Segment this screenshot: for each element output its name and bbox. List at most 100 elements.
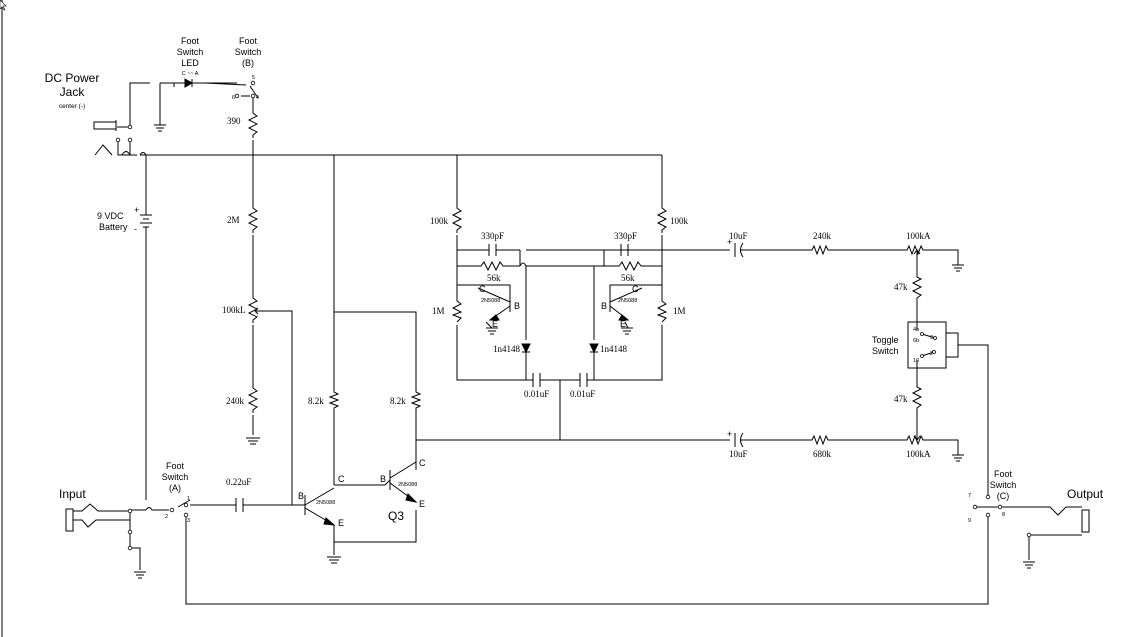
battery-minus: -: [134, 224, 137, 234]
r-47k-bottom-label: 47k: [894, 394, 908, 404]
r-680k-label: 680k: [813, 449, 832, 459]
toggle-pin-2: 2: [930, 351, 933, 357]
r-1m-left-label: 1M: [432, 306, 445, 316]
q3-type: 2N5088: [398, 482, 417, 488]
capacitors: [235, 242, 744, 512]
qr-pin-e: E: [620, 319, 626, 329]
capacitor-330-right: [620, 244, 629, 256]
resistor-47k-bottom: [911, 385, 923, 410]
q1-pin-c: C: [338, 474, 345, 484]
fs-b-label-3: (B): [242, 58, 254, 68]
fs-a-label-3: (A): [169, 483, 181, 493]
q3-pin-b: B: [380, 474, 386, 484]
dc-power-label-2: Jack: [60, 85, 86, 99]
dc-jack-icon: [93, 121, 117, 130]
pin-6: 6: [232, 95, 235, 101]
pot-wipers: [254, 249, 921, 441]
fs-b-label-2: Switch: [235, 47, 262, 57]
r-47k-top-label: 47k: [894, 282, 908, 292]
fs-c-label-3: (C): [997, 491, 1010, 501]
resistor-2m: [247, 205, 259, 233]
pin-4: 4: [256, 95, 259, 101]
c-330-right-label: 330pF: [614, 231, 637, 241]
toggle-pin-6b: 6b: [913, 338, 919, 344]
capacitor-330-left: [488, 244, 497, 256]
capacitor-10u-bottom: [734, 432, 744, 448]
ground-icon: [952, 264, 964, 272]
q1-type: 2N5088: [316, 500, 335, 506]
ground-icon: [952, 454, 964, 462]
resistor-100k-left: [451, 205, 463, 233]
cursor-icon: [0, 0, 7, 11]
pin-2: 2: [165, 514, 168, 520]
output-jack-icon: [1081, 509, 1090, 533]
d-right-label: 1n4148: [600, 344, 628, 354]
r-100k-right-label: 100k: [670, 216, 689, 226]
pot-100ka-bottom: [905, 434, 930, 446]
resistor-56k-right: [616, 260, 646, 272]
transistors: [304, 287, 643, 526]
resistor-1m-left: [451, 298, 463, 323]
wires: [1, 0, 1082, 637]
resistor-240k-bias: [247, 385, 259, 413]
fs-a-label-2: Switch: [162, 472, 189, 482]
fs-led-label-2: Switch: [177, 47, 204, 57]
switch-contacts: [115, 80, 1032, 551]
q1-pin-e: E: [338, 518, 344, 528]
q3-pin-c: C: [419, 458, 426, 468]
r-1m-right-label: 1M: [673, 306, 686, 316]
battery-label-2: Battery: [99, 222, 128, 232]
r-2m-label: 2M: [227, 215, 240, 225]
toggle-label-2: Switch: [872, 346, 899, 356]
qr-pin-b: B: [601, 301, 607, 311]
pin-8: 8: [1002, 512, 1005, 518]
r-8k2-b-label: 8.2k: [390, 396, 406, 406]
pot-100kl-label: 100kL: [222, 305, 246, 315]
q1-pin-b: B: [298, 491, 304, 501]
diode-left: [521, 343, 531, 354]
pin-9: 9: [968, 518, 971, 524]
r-100k-left-label: 100k: [430, 216, 449, 226]
toggle-pin-10: 10: [913, 358, 919, 364]
capacitor-001-left: [532, 373, 541, 387]
pin-3: 3: [187, 518, 190, 524]
dc-power-label-1: DC Power: [45, 71, 100, 85]
r-240k-out-label: 240k: [813, 231, 832, 241]
center-neg-label: center (-): [59, 103, 85, 110]
foot-switch-b-lever: [204, 82, 259, 99]
pot-100kl: [247, 295, 259, 323]
led-pins-label: C ~~ A: [182, 71, 199, 77]
battery: [140, 205, 152, 240]
r-390-label: 390: [227, 116, 241, 126]
r-56k-right-label: 56k: [621, 273, 635, 283]
battery-label-1: 9 VDC: [97, 211, 124, 221]
c-001-right-label: 0.01uF: [570, 389, 595, 399]
c-330-left-label: 330pF: [481, 231, 504, 241]
resistor-100k-right: [656, 205, 668, 233]
resistor-8k2-b: [410, 390, 422, 410]
output-label: Output: [1067, 487, 1104, 501]
c-10u-top-label: 10uF: [729, 231, 748, 241]
d-left-label: 1n4148: [493, 344, 521, 354]
pot-100ka-bottom-label: 100kA: [906, 449, 931, 459]
fs-c-label-2: Switch: [990, 480, 1017, 490]
diodes: [521, 343, 599, 354]
fs-led-label-3: LED: [181, 58, 199, 68]
resistor-390: [247, 110, 259, 138]
r-8k2-a-label: 8.2k: [308, 396, 324, 406]
resistor-56k-left: [478, 260, 508, 272]
resistor-680k: [810, 434, 835, 446]
c-022-label: 0.22uF: [226, 477, 251, 487]
toggle-pin-4b: 4b: [913, 327, 919, 333]
ground-icon: [246, 437, 260, 445]
capacitor-001-right: [579, 373, 588, 387]
ground-icon: [621, 327, 633, 335]
toggle-label-1: Toggle: [872, 335, 899, 345]
q3-label: Q3: [388, 509, 404, 523]
fs-c-label-1: Foot: [994, 469, 1013, 479]
battery-plus: +: [134, 205, 139, 215]
fs-a-label-1: Foot: [166, 461, 185, 471]
ql-type: 2N5088: [481, 298, 500, 304]
pin-1: 1: [187, 496, 190, 502]
